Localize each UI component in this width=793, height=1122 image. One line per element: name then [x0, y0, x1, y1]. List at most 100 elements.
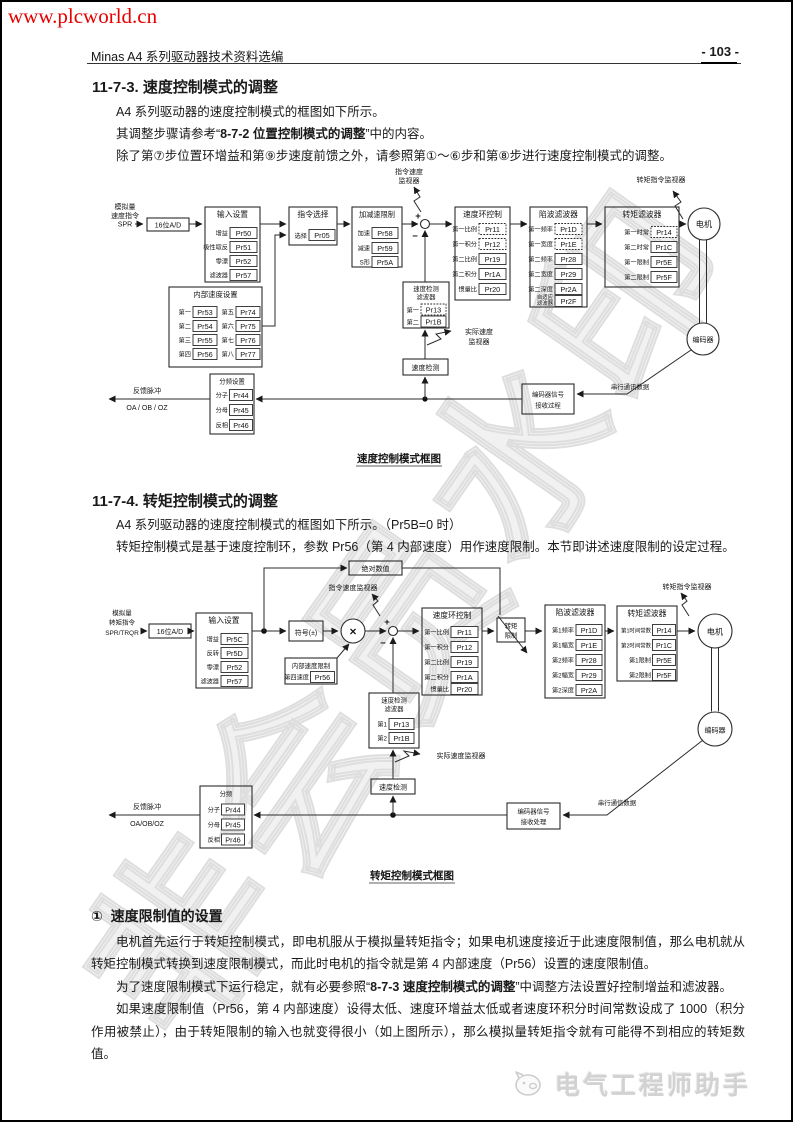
param-box	[650, 226, 678, 238]
diagram-caption: 转矩控制模式框图	[370, 869, 454, 882]
p-val: Pr12	[485, 240, 500, 249]
conn	[262, 231, 287, 327]
param-box	[420, 303, 447, 316]
subsection-title: 速度限制值的设置	[110, 908, 223, 924]
p-lab: 极性取反	[203, 244, 228, 252]
text-run: ”中的内容。	[365, 127, 432, 141]
param-box	[229, 227, 258, 239]
p-lab: 第七	[222, 337, 234, 345]
speed-loop-box	[421, 607, 483, 696]
cmd-select-box	[288, 206, 338, 246]
p-lab: 第一	[407, 307, 419, 315]
param-box	[554, 253, 583, 265]
param-box	[575, 624, 603, 636]
param-box	[388, 718, 415, 730]
p-val: Pr2A	[581, 686, 597, 695]
param-box	[478, 253, 507, 265]
param-box	[229, 255, 258, 267]
input-settings-box	[204, 206, 261, 283]
p-val: Pr54	[197, 322, 212, 331]
p-lab: 第二	[407, 319, 419, 327]
box-title: 指令选择	[297, 209, 328, 219]
section-heading-11-7-3: 11-7-3. 速度控制模式的调整	[92, 79, 278, 96]
paragraph: 如果速度限制值（Pr56，第 4 内部速度）设得太低、速度环增益太低或者速度环积…	[91, 1002, 745, 1061]
p-val: Pr13	[394, 720, 409, 729]
p-val: Pr59	[377, 244, 392, 253]
p-lab: 第二宽度	[528, 271, 553, 279]
conn	[263, 564, 348, 631]
p-val: Pr11	[457, 628, 472, 637]
p-lab: 自适应	[537, 293, 554, 301]
monitor-tap	[413, 186, 422, 213]
p-val: Pr1E	[581, 641, 597, 650]
p-val: Pr1E	[560, 240, 576, 249]
minus-sign: −	[412, 231, 418, 242]
speed-loop-box	[454, 206, 511, 301]
p-lab: 第一积分	[452, 241, 477, 249]
adc-label: 16位A/D	[155, 221, 181, 230]
param-box	[229, 389, 253, 401]
plus-sign: +	[384, 617, 390, 628]
torque-limit-box	[496, 617, 526, 643]
multiply-sign: ×	[349, 625, 356, 639]
param-box	[371, 227, 399, 239]
torque-filter-box	[616, 605, 678, 682]
p-lab: 零漂	[207, 664, 219, 672]
param-box	[450, 641, 479, 653]
summing-junction	[419, 218, 431, 230]
p-lab: 第一限制	[624, 259, 649, 267]
monitor-label: 监视器	[469, 337, 490, 346]
param-box	[554, 238, 583, 250]
param-box	[652, 624, 676, 636]
param-box	[371, 242, 399, 254]
param-box	[220, 661, 249, 673]
subsection-heading: ① 速度限制值的设置	[91, 905, 745, 928]
p-val: Pr50	[236, 229, 251, 238]
notch-filter-box	[544, 604, 606, 699]
p-lab: 反转	[207, 650, 219, 658]
p-val: Pr28	[561, 255, 576, 264]
p-val: Pr5D	[226, 649, 243, 658]
p-lab: 滤波器	[537, 299, 554, 307]
bold-ref: 8-7-3 速度控制模式的调整	[370, 979, 516, 994]
p-val: Pr57	[227, 677, 242, 686]
p-val: Pr76	[240, 336, 255, 345]
feedback-label: 反馈脉冲	[133, 386, 161, 395]
input-settings-box	[195, 612, 253, 689]
monitor-label: 指令速度	[395, 167, 423, 176]
p-val: Pr5F	[656, 273, 672, 282]
p-val: Pr5E	[656, 658, 672, 665]
p-lab: 第一比例	[452, 226, 477, 234]
monitor-label: 实际速度	[465, 327, 493, 336]
box-title: 内部速度限制	[292, 661, 330, 670]
box-title: 加减速限制	[359, 210, 395, 219]
p-lab: 第二时常	[624, 244, 649, 252]
p-lab: 惯量比	[430, 686, 449, 694]
param-box	[450, 656, 479, 668]
p-val: Pr2A	[560, 285, 576, 294]
p-lab: 选择	[295, 232, 308, 240]
paragraph: 其调整步骤请参考“8-7-2 位置控制模式的调整”中的内容。	[116, 123, 432, 142]
p-val: Pr1B	[425, 317, 441, 326]
text-run: ”中调整方法设置好控制增益和滤波器。	[515, 979, 732, 994]
box-title: 速度检测	[412, 363, 440, 372]
p-lab: 第一宽度	[528, 241, 553, 249]
p-lab: 第1时间常数	[621, 627, 652, 635]
internal-speed-limit-box	[284, 657, 338, 685]
p-val: Pr77	[240, 350, 255, 359]
param-box	[478, 268, 507, 280]
p-lab: 第五	[222, 309, 234, 317]
site-link[interactable]: www.plcworld.cn	[8, 4, 158, 28]
p-lab: 第二积分	[452, 271, 477, 279]
p-val: Pr5A	[377, 258, 393, 267]
param-box	[450, 683, 479, 695]
analog-cmd-label: SPR	[118, 222, 132, 229]
footer-brand: 电气工程师助手	[554, 1072, 751, 1100]
param-box	[388, 732, 415, 744]
encoder-receive-box	[506, 802, 561, 830]
param-box	[554, 295, 583, 307]
p-lab: 第二积分	[424, 674, 449, 682]
param-box	[478, 223, 507, 235]
paragraph: 电机首先运行于转矩控制模式，即电机服从于模拟量转矩指令；如果电机速度接近于此速度…	[91, 934, 745, 972]
param-box	[575, 669, 603, 681]
